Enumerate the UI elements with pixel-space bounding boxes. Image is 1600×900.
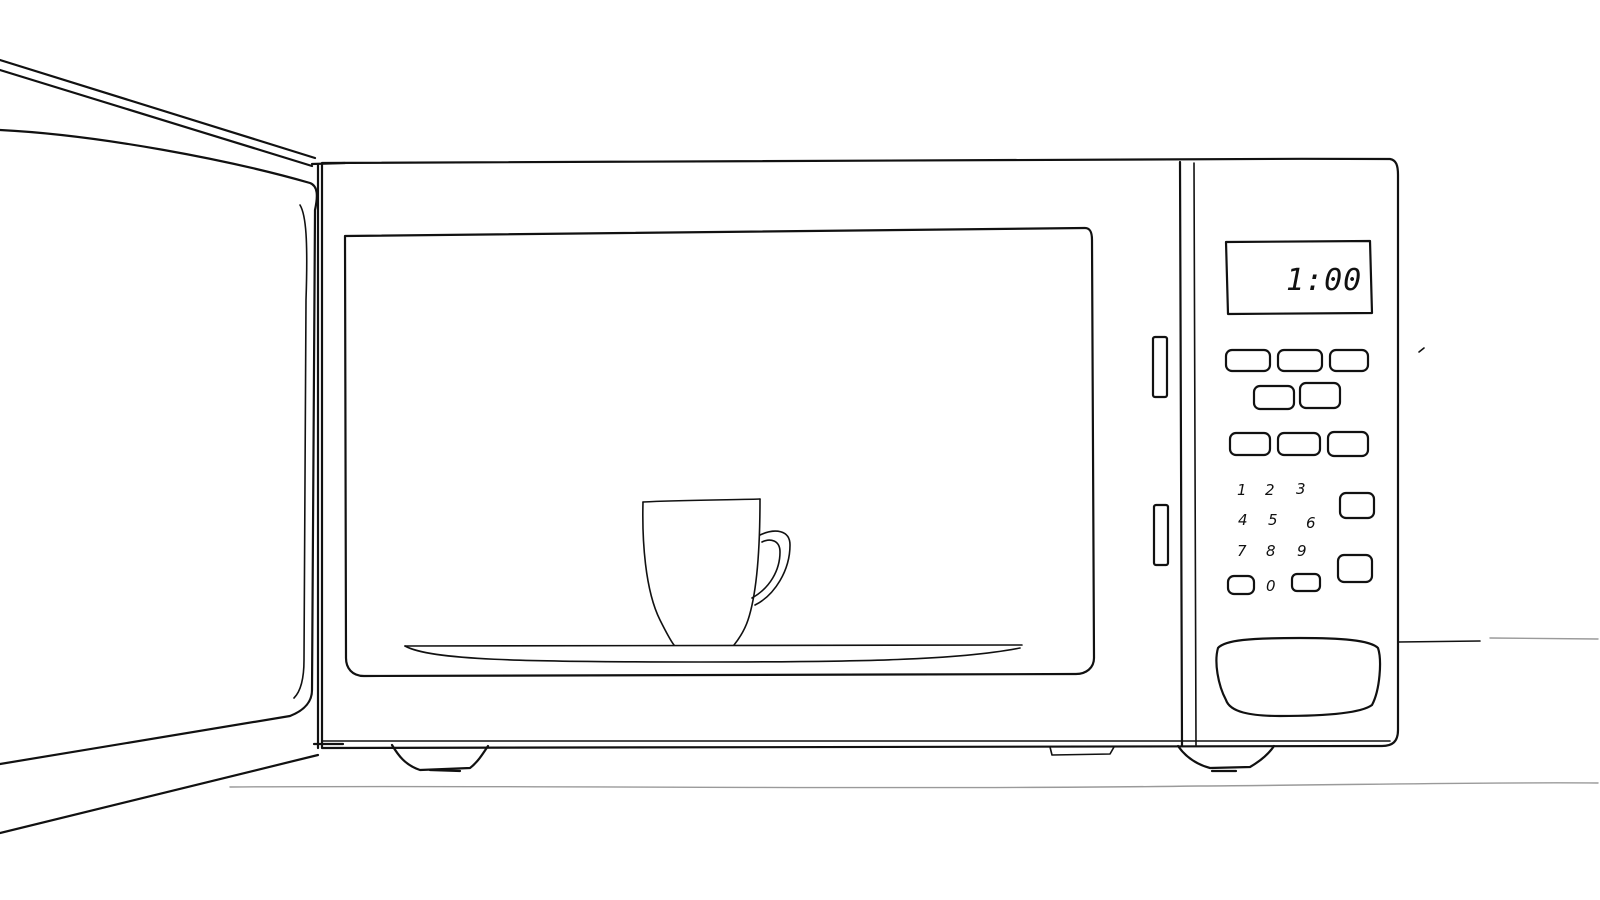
key-6[interactable]: 6: [1306, 514, 1316, 532]
door-hinges: [310, 161, 347, 750]
function-button-12[interactable]: [1290, 572, 1322, 593]
numeric-keypad: 1 2 3 4 5 6 7 8 9 0: [1237, 480, 1316, 595]
display-screen: 1:00: [1224, 239, 1374, 316]
key-7[interactable]: 7: [1237, 542, 1247, 560]
function-button-3[interactable]: [1328, 348, 1370, 373]
key-0[interactable]: 0: [1266, 577, 1276, 595]
function-button-10[interactable]: [1336, 553, 1374, 584]
function-button-1[interactable]: [1224, 348, 1272, 373]
key-9[interactable]: 9: [1297, 542, 1307, 560]
door-release-button[interactable]: [1215, 636, 1382, 718]
function-button-11[interactable]: [1226, 574, 1256, 596]
key-2[interactable]: 2: [1265, 481, 1275, 499]
microwave-feet: [390, 743, 1276, 773]
mug: [642, 498, 791, 646]
microwave-body: [320, 157, 1400, 750]
function-button-7[interactable]: [1276, 431, 1322, 457]
display-time: 1:00: [1286, 263, 1362, 298]
function-button-5[interactable]: [1298, 381, 1342, 410]
key-3[interactable]: 3: [1296, 480, 1306, 498]
sketch-mark: [1418, 347, 1425, 353]
function-button-2[interactable]: [1276, 348, 1324, 373]
function-button-8[interactable]: [1326, 430, 1370, 458]
counter-surface: [229, 637, 1599, 789]
function-button-4[interactable]: [1252, 384, 1296, 411]
function-button-6[interactable]: [1228, 431, 1272, 457]
key-8[interactable]: 8: [1266, 542, 1276, 560]
oven-cavity: [343, 226, 1096, 678]
latch-slots: [1151, 335, 1170, 567]
open-door[interactable]: [0, 58, 320, 835]
key-5[interactable]: 5: [1268, 511, 1278, 529]
key-1[interactable]: 1: [1237, 481, 1247, 499]
function-button-9[interactable]: [1338, 491, 1376, 520]
key-4[interactable]: 4: [1238, 511, 1248, 529]
control-panel: 1:00 1 2 3 4 5 6 7 8 9 0: [1215, 239, 1425, 718]
